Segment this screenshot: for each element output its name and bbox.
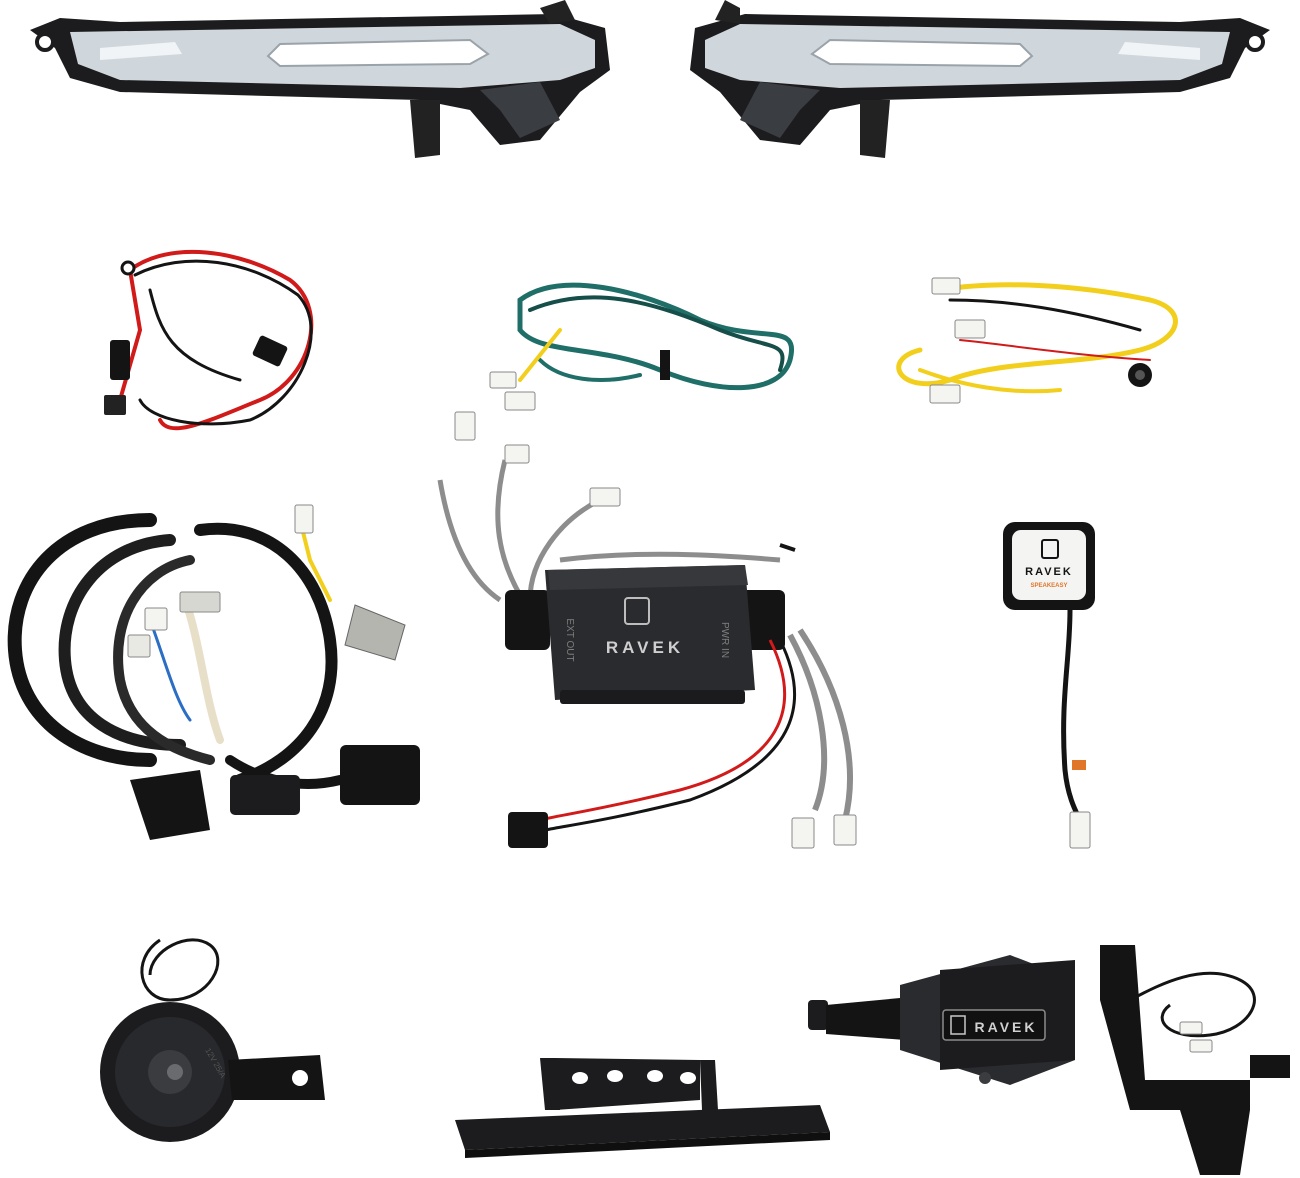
- main-wiring-harness: [7, 504, 420, 840]
- ravek-logo-icon: [950, 1015, 966, 1035]
- ravek-logo-icon: [624, 597, 650, 625]
- switch-sub-label: SPEAKEASY: [1030, 583, 1067, 589]
- control-module: RAVEK EXT OUT PWR IN: [437, 411, 857, 849]
- headlight-left: [30, 0, 610, 158]
- horn: 12V 25/A: [100, 938, 325, 1142]
- module-label-ext-out: EXT OUT: [564, 618, 575, 661]
- teal-harness: [489, 282, 794, 411]
- speaker-brand-mark: RAVEK: [975, 1019, 1038, 1035]
- module-label-pwr-in: PWR IN: [719, 622, 730, 658]
- ravek-logo-icon: [1041, 539, 1059, 559]
- yellow-harness: [896, 277, 1178, 404]
- module-connector-2: [504, 444, 530, 464]
- headlight-right: [690, 0, 1270, 158]
- switch-brand-mark: RAVEK: [1025, 566, 1073, 578]
- speakeasy-switch: RAVEK SPEAKEASY: [1003, 522, 1095, 849]
- speaker-unit: RAVEK: [808, 945, 1290, 1175]
- module-connector-3: [589, 487, 621, 507]
- power-harness: [104, 249, 314, 431]
- module-connector-1: [454, 411, 476, 441]
- plate-bracket: [455, 1058, 830, 1158]
- module-brand-mark: RAVEK: [606, 638, 684, 657]
